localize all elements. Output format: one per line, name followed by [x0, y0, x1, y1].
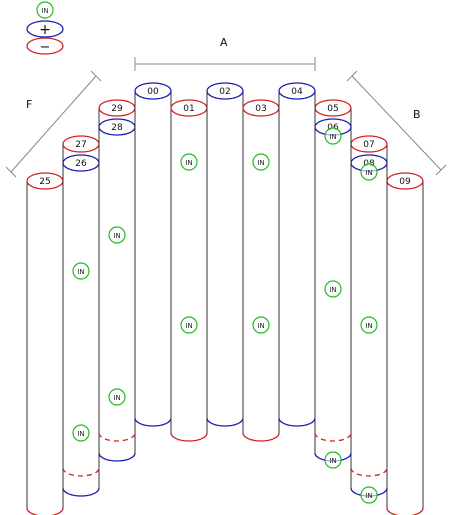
tube-sub-label: 28 — [111, 123, 123, 133]
tube-05-joint-dashed — [314, 432, 352, 442]
tube-27-joint-dashed — [62, 467, 100, 477]
in-marker-label: IN — [365, 169, 372, 177]
legend-minus-label: − — [40, 40, 51, 55]
in-marker-label: IN — [365, 492, 372, 500]
tube-25-body — [27, 181, 63, 515]
legend-in-label: IN — [41, 7, 48, 15]
dimension-b-tick-top — [346, 70, 358, 82]
tube-sub-label: 26 — [75, 159, 87, 169]
in-marker-label: IN — [113, 232, 120, 240]
tube-label: 03 — [255, 104, 266, 114]
in-marker-label: IN — [113, 394, 120, 402]
legend-positive-ellipse — [26, 20, 64, 38]
tube-09: 09 — [386, 172, 424, 515]
tube-02-bottom-rim — [206, 417, 244, 427]
dimension-f-line — [10, 75, 97, 173]
in-marker-label: IN — [257, 159, 264, 167]
tube-09-body — [387, 181, 423, 515]
in-marker-icon — [324, 280, 342, 298]
tube-03-bottom-rim — [242, 432, 280, 442]
dimension-b: B — [346, 70, 447, 176]
tube-09-bottom-rim — [386, 507, 424, 515]
tube-label: 09 — [399, 177, 411, 187]
tube-label: 25 — [39, 177, 50, 187]
dimension-b-label: B — [413, 108, 421, 121]
tube-02: 02 — [206, 82, 244, 427]
legend-in-marker-icon — [36, 1, 54, 19]
in-marker-icon — [360, 163, 378, 181]
in-marker-label: IN — [329, 457, 336, 465]
in-marker-icon — [108, 226, 126, 244]
dimension-b-tick-bottom — [435, 164, 447, 176]
in-marker-label: IN — [185, 322, 192, 330]
in-marker-icon — [108, 388, 126, 406]
dimension-a: A — [134, 36, 316, 71]
tube-04-body — [279, 91, 315, 426]
dimension-f: F — [5, 70, 102, 178]
in-marker-icon — [360, 486, 378, 504]
in-marker-icon — [72, 424, 90, 442]
in-marker-label: IN — [185, 159, 192, 167]
in-marker-icon — [72, 262, 90, 280]
tube-29-body — [99, 108, 135, 461]
in-marker-label: IN — [365, 322, 372, 330]
in-marker-icon — [180, 153, 198, 171]
tube-label: 04 — [291, 87, 303, 97]
in-marker-label: IN — [329, 286, 336, 294]
tube-29-bottom-rim — [98, 452, 136, 462]
tube-02-top-rim — [206, 82, 244, 100]
tube-00-body — [135, 91, 171, 426]
in-marker-icon — [360, 316, 378, 334]
in-marker-label: IN — [257, 322, 264, 330]
tube-02-body — [207, 91, 243, 426]
legend-plus-label: + — [39, 22, 51, 38]
tube-04: 04 — [278, 82, 316, 427]
tube-29-joint-dashed — [98, 432, 136, 442]
in-marker-label: IN — [77, 430, 84, 438]
in-marker-icon — [252, 153, 270, 171]
tube-label: 02 — [219, 87, 230, 97]
in-marker-label: IN — [77, 268, 84, 276]
in-marker-icon — [180, 316, 198, 334]
tube-01-bottom-rim — [170, 432, 208, 442]
dimension-b-line — [351, 75, 442, 171]
tube-07: 0708INININ — [350, 135, 388, 504]
dimension-f-tick-bottom — [5, 166, 17, 178]
tube-04-bottom-rim — [278, 417, 316, 427]
dimension-f-tick-top — [90, 70, 102, 82]
tube-00: 00 — [134, 82, 172, 427]
tube-label: 00 — [147, 87, 159, 97]
tube-00-bottom-rim — [134, 417, 172, 427]
tube-label: 29 — [111, 104, 123, 114]
legend: IN + − — [26, 1, 64, 55]
tube-05: 0506INININ — [314, 99, 352, 469]
tube-01-body — [171, 108, 207, 441]
tube-label: 27 — [75, 140, 86, 150]
tube-27-body — [63, 144, 99, 496]
in-marker-label: IN — [329, 133, 336, 141]
dimension-a-label: A — [220, 36, 228, 49]
tube-27-bottom-rim — [62, 487, 100, 497]
tube-07-joint-dashed — [350, 467, 388, 477]
in-marker-icon — [252, 316, 270, 334]
legend-negative-ellipse — [26, 37, 64, 55]
dimension-f-label: F — [26, 98, 32, 111]
tube-00-top-rim — [134, 82, 172, 100]
tube-04-top-rim — [278, 82, 316, 100]
tube-label: 05 — [327, 104, 338, 114]
tube-25-bottom-rim — [26, 507, 64, 515]
tube-03-body — [243, 108, 279, 441]
in-marker-icon — [324, 127, 342, 145]
tube-label: 07 — [363, 140, 374, 150]
in-marker-icon — [324, 451, 342, 469]
tube-label: 01 — [183, 104, 194, 114]
tube-columns: 252726ININ2928ININ090708INININ0506INININ… — [26, 82, 424, 515]
tube-25: 25 — [26, 172, 64, 515]
